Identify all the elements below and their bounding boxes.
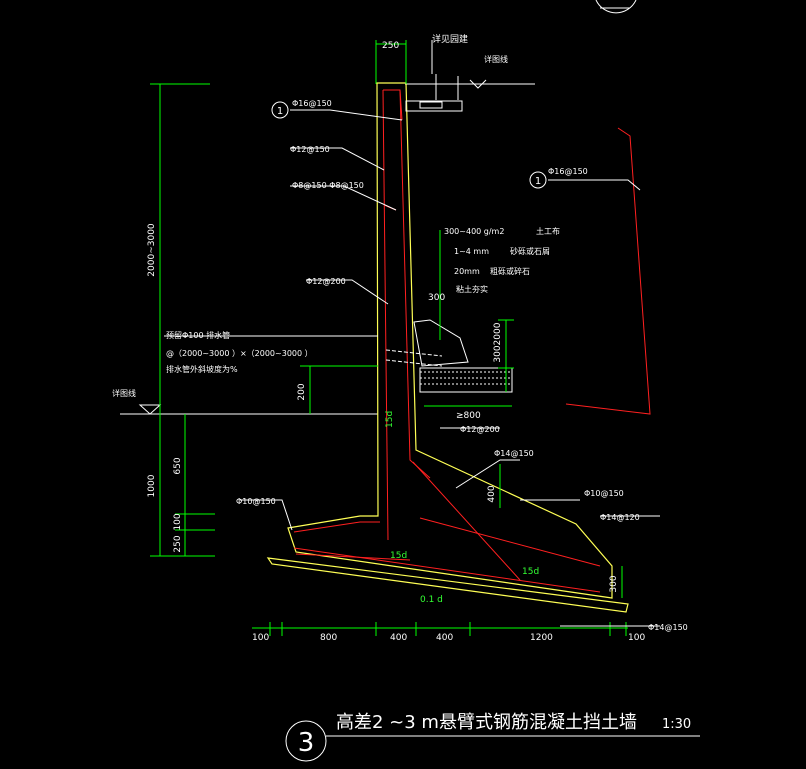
- rebar-stem-back: [399, 89, 431, 479]
- dim-drain-200: 200: [297, 383, 307, 400]
- dim-embed: 1000: [147, 474, 157, 497]
- label-drain-1: 预留Φ100 排水管: [166, 330, 230, 340]
- caption-scale: 1:30: [662, 717, 691, 732]
- leader-8: [290, 185, 397, 211]
- drain-pipe-lower: [385, 359, 443, 367]
- label-rebar-right: Φ16@150: [548, 167, 588, 176]
- excavation-line: [565, 127, 651, 415]
- coping-posts: [435, 74, 459, 100]
- blinding-layer: [266, 557, 629, 613]
- rebar-anchor: [295, 553, 411, 561]
- leader-12-200: [306, 279, 389, 305]
- wall-concrete-outline: [287, 82, 613, 599]
- rebar-toe-top: [293, 521, 380, 533]
- coping-block: [405, 100, 463, 112]
- dim-ticks-bottom: [269, 622, 627, 636]
- label-rebar-14-150-bottom: Φ14@150: [648, 623, 688, 632]
- dim-bottom-800: 800: [320, 633, 337, 643]
- callout-bubble-1: [271, 101, 289, 119]
- dim-seg-100: 100: [173, 513, 183, 530]
- dim-bottom-400-a: 400: [390, 633, 407, 643]
- label-rebar-12-150: Φ12@150: [290, 145, 330, 154]
- label-elev-left: 详图线: [112, 388, 136, 398]
- label-slope: 0.1 d: [420, 595, 443, 605]
- dim-fill-2000: 2000: [493, 322, 503, 345]
- rebar-base-bottom: [293, 547, 601, 593]
- dim-fill-300: 300: [493, 345, 503, 362]
- label-rebar-top: Φ16@150: [292, 99, 332, 108]
- label-drain-2: @（2000~3000 ）×（2000~3000 ）: [166, 349, 313, 358]
- dim-height-total: 2000~3000: [147, 223, 157, 277]
- caption-number: 3: [298, 728, 315, 758]
- dim-heel-400: 400: [487, 485, 497, 502]
- label-gravel-name: 砂砾或石屑: [510, 246, 550, 256]
- rebar-stem-top-hook: [383, 89, 403, 121]
- label-stone-size: 20mm: [454, 267, 480, 276]
- dim-bottom-100-l: 100: [252, 633, 269, 643]
- label-rebar-8: Φ8@150 Φ8@150: [292, 181, 364, 190]
- elev-mark-top: [469, 79, 487, 89]
- label-anchor-b: 15d: [390, 551, 407, 561]
- dim-bottom-1200: 1200: [530, 633, 553, 643]
- dim-800: ≥800: [456, 411, 481, 421]
- sheet-marker-circle: [595, 0, 637, 14]
- label-anchor-a: 15d: [385, 411, 395, 428]
- caption-title: 高差2 ~3 m悬臂式钢筋混凝土挡土墙: [336, 712, 637, 733]
- rebar-heel-top: [419, 517, 601, 567]
- dim-seg-650: 650: [173, 457, 183, 474]
- dim-bottom-100-r: 100: [628, 633, 645, 643]
- dim-drain-300: 300: [428, 293, 445, 303]
- label-stone-name: 粗砾或碎石: [490, 266, 530, 276]
- dim-heel-300: 300: [609, 575, 619, 592]
- drain-pipe-upper: [385, 349, 443, 357]
- label-gravel-size: 1~4 mm: [454, 247, 489, 256]
- leader-14-150: [455, 459, 520, 489]
- dim-bottom-400-b: 400: [436, 633, 453, 643]
- rebar-heel-diag: [412, 461, 521, 581]
- label-geotextile-name: 土工布: [536, 226, 560, 236]
- label-see-landscape: 详见园建: [432, 33, 468, 45]
- label-rebar-14-120: Φ14@120: [600, 513, 640, 522]
- label-wall-top-width: 250: [382, 41, 399, 51]
- elev-mark-left: [138, 404, 162, 415]
- label-elev-top: 详图线: [484, 54, 508, 64]
- callout-bubble-1-text: 1: [277, 106, 283, 117]
- label-fill-compact: 粘土夯实: [456, 284, 488, 294]
- label-rebar-10-right: Φ10@150: [584, 489, 624, 498]
- callout-bubble-2-text: 1: [535, 176, 541, 187]
- label-rebar-10-left: Φ10@150: [236, 497, 276, 506]
- leader-10-left: [240, 499, 293, 531]
- leader-right: [548, 179, 641, 191]
- rebar-stem-front: [382, 89, 389, 541]
- gravel-filter: [413, 319, 469, 367]
- caption-number-circle: [285, 720, 327, 762]
- label-geotextile: 300~400 g/m2: [444, 227, 504, 236]
- gravel-bed: [419, 367, 513, 393]
- label-anchor-c: 15d: [522, 567, 539, 577]
- label-drain-3: 排水管外斜坡度为%: [166, 364, 238, 374]
- leader-12-150: [290, 147, 385, 171]
- label-rebar-12-200b: Φ12@200: [460, 425, 500, 434]
- coping-stone: [419, 101, 443, 109]
- gravel-bed-hatch: [420, 371, 512, 385]
- dim-seg-250: 250: [173, 535, 183, 552]
- label-rebar-14-150: Φ14@150: [494, 449, 534, 458]
- leader-top-rebar: [290, 109, 403, 121]
- callout-bubble-2: [529, 171, 547, 189]
- label-rebar-12-200: Φ12@200: [306, 277, 346, 286]
